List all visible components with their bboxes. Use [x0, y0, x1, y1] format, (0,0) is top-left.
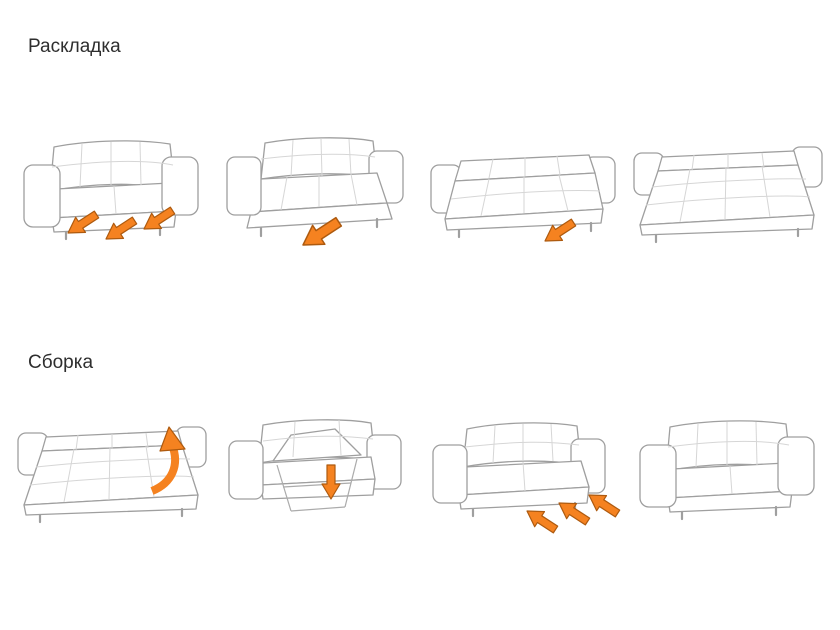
unfold-step-1 — [12, 115, 212, 270]
unfold-step-4 — [628, 115, 828, 270]
seat-push-in-illustration — [432, 421, 620, 533]
unfold-steps-row — [12, 112, 828, 272]
unfold-step-2 — [217, 115, 417, 270]
pull-out-arrows-icon — [67, 206, 176, 240]
sofa-backrest-lowered-illustration — [430, 153, 616, 242]
section-title-fold: Сборка — [28, 352, 94, 373]
bed-panel-folding-illustration — [228, 418, 402, 512]
sofa-fully-flat-illustration — [633, 145, 823, 243]
pull-out-arrow-icon — [544, 218, 576, 242]
push-in-arrows-icon — [526, 493, 620, 533]
unfold-step-3 — [423, 115, 623, 270]
fold-steps-row — [12, 392, 828, 552]
fold-step-4 — [628, 395, 828, 550]
fold-step-2 — [217, 395, 417, 550]
sofa-upright-illustration — [23, 139, 199, 240]
fold-step-3 — [423, 395, 623, 550]
push-down-arrow-icon — [321, 463, 341, 500]
sofa-assembled-illustration — [639, 419, 815, 520]
section-title-unfold: Раскладка — [28, 36, 121, 57]
pull-out-arrow-icon — [302, 216, 343, 246]
bed-flat-lift-illustration — [17, 425, 207, 523]
fold-step-1 — [12, 395, 212, 550]
sofa-seat-extended-illustration — [226, 136, 404, 246]
lift-up-curved-arrow-icon — [150, 425, 186, 495]
